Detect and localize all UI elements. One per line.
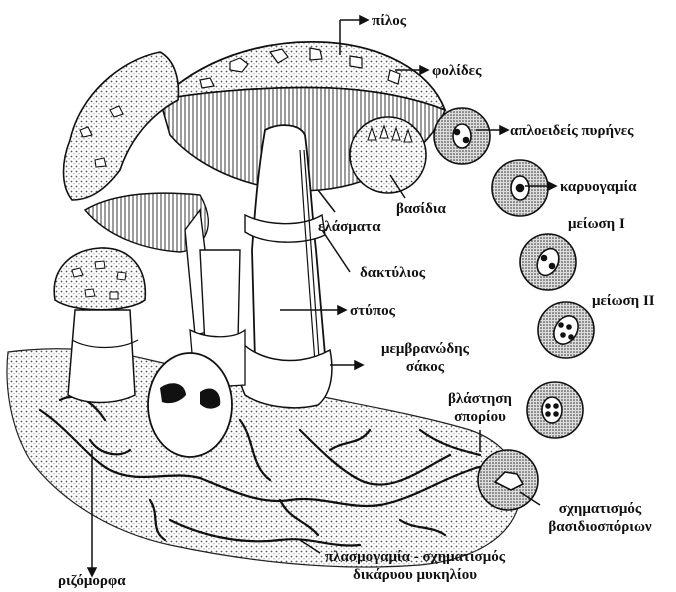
label-aploeideis-pyrines: απλοειδείς πυρήνες bbox=[510, 122, 633, 140]
label-plasmogamia-line2: δικάρυου μυκηλίου bbox=[300, 566, 530, 584]
label-schimatismos-line1: σχηματισμός bbox=[530, 500, 670, 518]
label-schimatismos-line2: βασιδιοσπόριων bbox=[530, 518, 670, 536]
label-membranodis-sakos: μεμβρανώδης σάκος bbox=[370, 340, 480, 376]
label-membranodis-line2: σάκος bbox=[370, 358, 480, 376]
label-plasmogamia: πλασμογαμία - σχηματισμός δικάρυου μυκηλ… bbox=[300, 548, 530, 584]
label-basidia: βασίδια bbox=[396, 200, 446, 218]
label-elasmata: ελάσματα bbox=[318, 218, 380, 236]
label-pilos: πίλος bbox=[372, 12, 406, 30]
label-rizomorfa: ριζόμορφα bbox=[58, 572, 126, 590]
label-folides: φολίδες bbox=[432, 62, 481, 80]
basidia-magnify bbox=[350, 117, 426, 193]
label-schimatismos-basidiosporion: σχηματισμός βασιδιοσπόριων bbox=[530, 500, 670, 536]
label-blastisi-sporiou: βλάστηση σπορίου bbox=[430, 390, 530, 426]
label-meiosi-1: μείωση Ι bbox=[568, 215, 625, 233]
back-cap bbox=[64, 52, 179, 200]
label-meiosi-2: μείωση ΙΙ bbox=[592, 292, 655, 310]
label-stypos: στύπος bbox=[350, 302, 395, 320]
label-plasmogamia-line1: πλασμογαμία - σχηματισμός bbox=[300, 548, 530, 566]
label-blastisi-line1: βλάστηση bbox=[430, 390, 530, 408]
label-karyogamia: καρυογαμία bbox=[560, 178, 637, 196]
label-daktylios: δακτύλιος bbox=[360, 264, 425, 282]
label-blastisi-line2: σπορίου bbox=[430, 408, 530, 426]
young-cap bbox=[54, 248, 145, 310]
label-membranodis-line1: μεμβρανώδης bbox=[370, 340, 480, 358]
